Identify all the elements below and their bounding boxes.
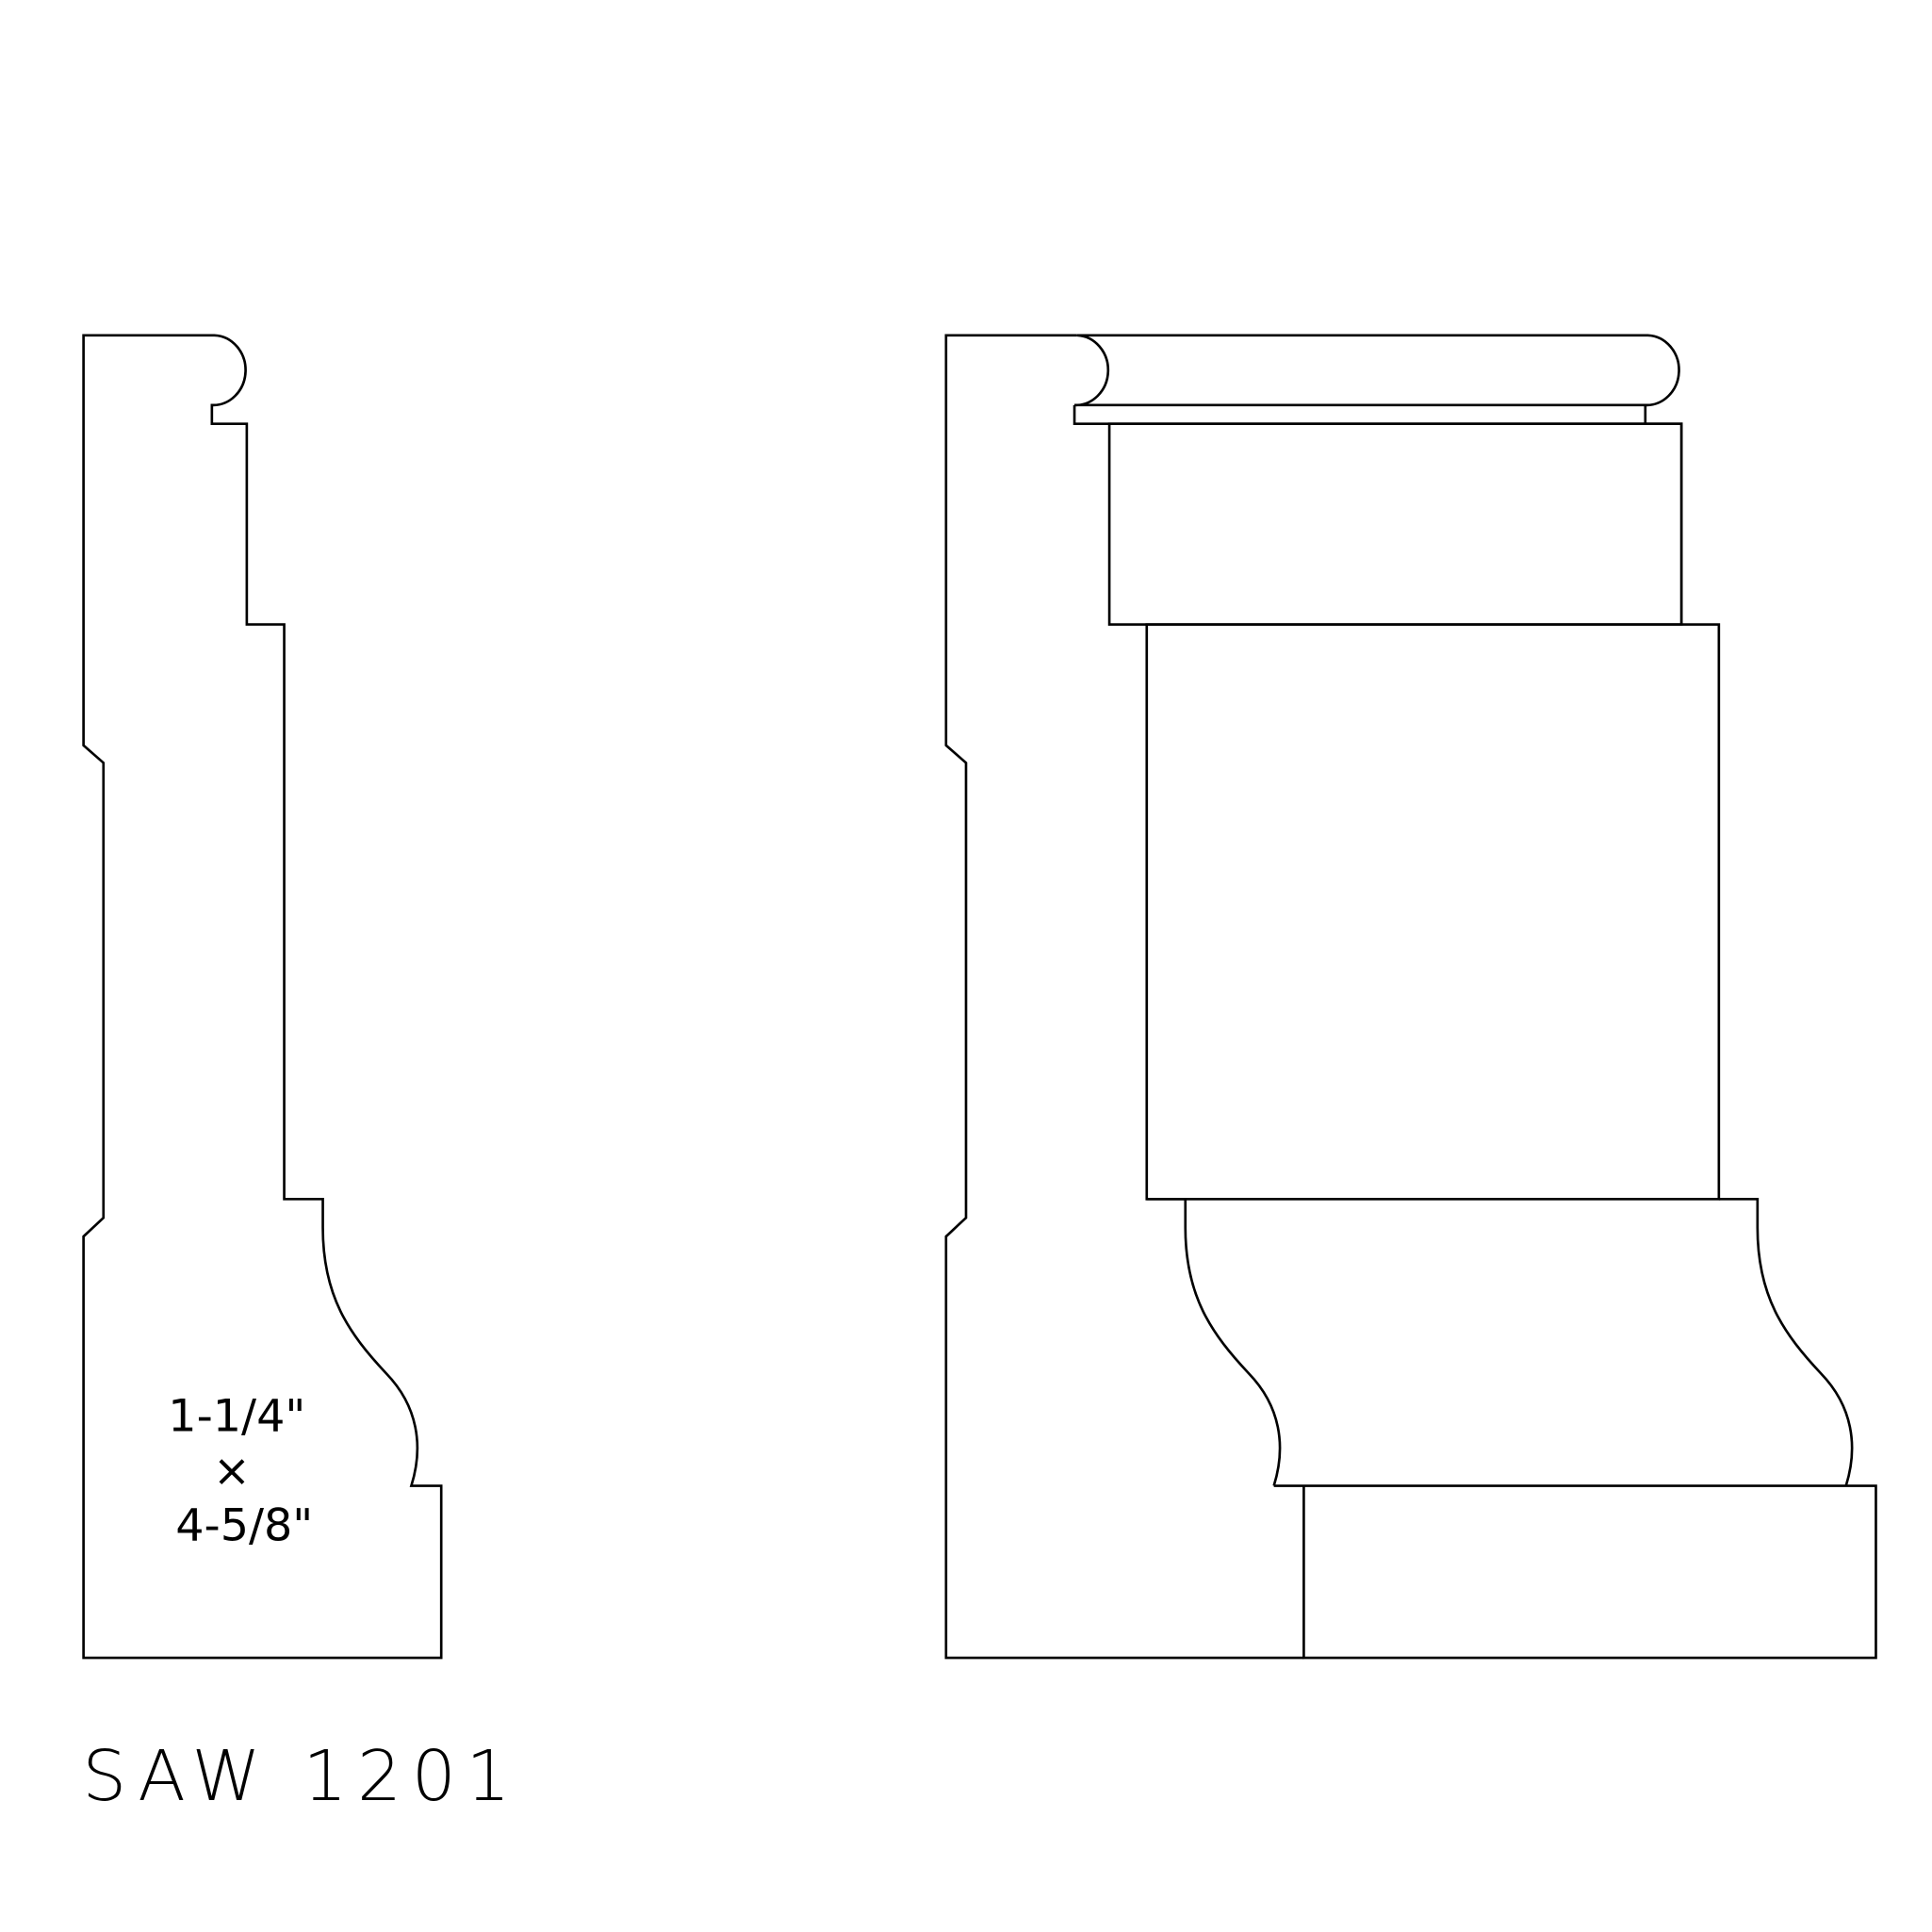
dimension-width: 1-1/4" bbox=[168, 1390, 305, 1442]
product-code: SAW 1201 bbox=[82, 1736, 520, 1817]
profile-section bbox=[82, 334, 443, 1660]
dimension-height: 4-5/8" bbox=[175, 1500, 313, 1552]
dimension-label: 1-1/4" × 4-5/8" bbox=[168, 1390, 313, 1551]
dimension-separator: × bbox=[213, 1446, 251, 1498]
elevation-view bbox=[944, 334, 1877, 1660]
